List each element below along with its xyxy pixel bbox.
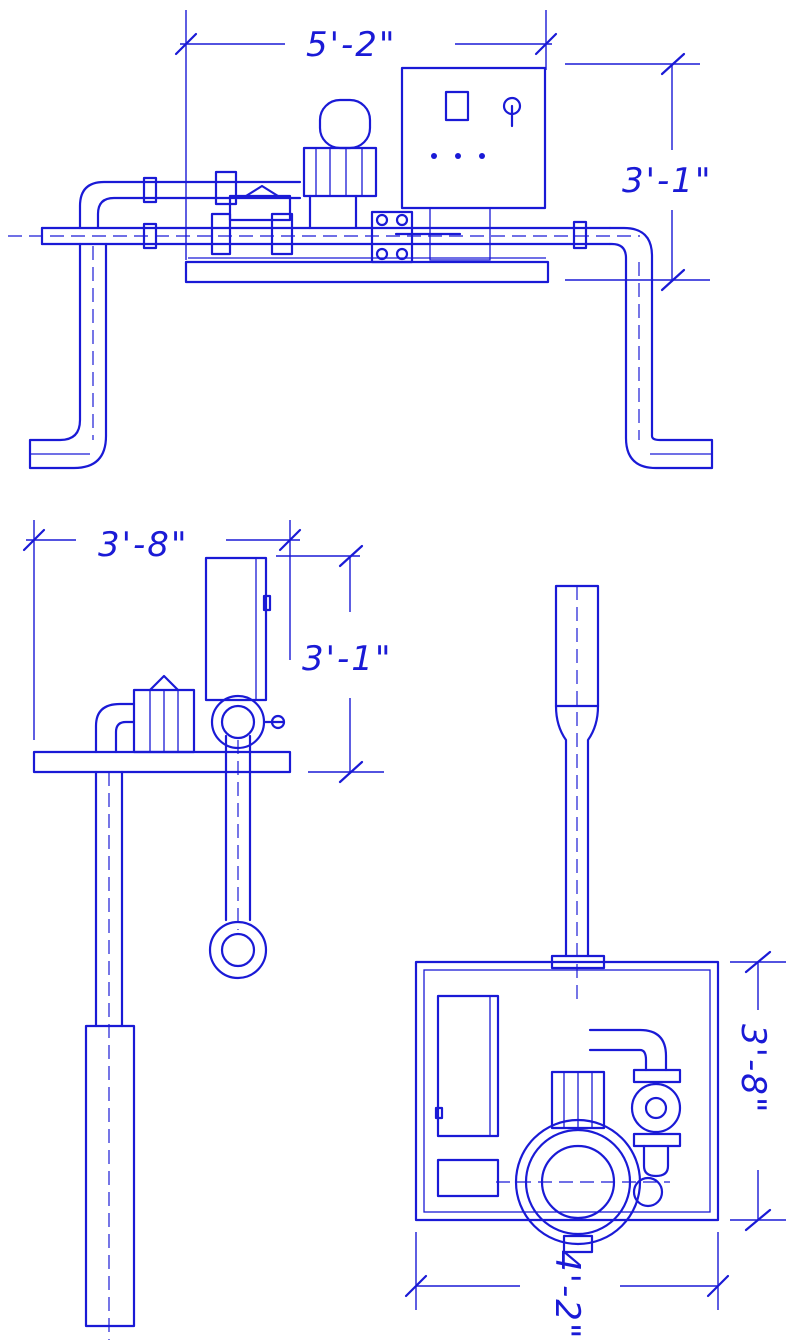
side-width-tick-right: [278, 528, 302, 552]
panel-indicator-light-1: [431, 153, 437, 159]
upper-pipe-outer: [78, 180, 302, 230]
plan-bypass-flange-top: [632, 1068, 682, 1084]
control-panel-side: [204, 556, 268, 702]
plan-depth-label: 3'-8": [733, 1024, 773, 1115]
front-height-tick-bottom: [660, 268, 686, 292]
gate-valve-bolt-1: [375, 213, 389, 227]
coupling-right: [572, 220, 588, 250]
side-elevation-view: 3'-8" 3'-1": [22, 520, 393, 1340]
side-elbow-inner: [114, 720, 136, 754]
control-panel-front: [400, 66, 547, 210]
front-width-tick-left: [174, 32, 198, 56]
gate-valve-body: [370, 210, 414, 264]
side-height-tick-bottom: [338, 760, 364, 784]
left-leg-pipe: [28, 242, 108, 470]
front-width-label: 5'-2": [306, 25, 397, 65]
pump-outlet-pipe: [308, 194, 358, 230]
plan-width-label: 4'-2": [547, 1250, 587, 1341]
coupling-lower-left: [142, 222, 158, 250]
plan-gate-valve: [630, 1082, 682, 1134]
check-valve-body: [228, 194, 292, 222]
base-skid-side: [32, 750, 292, 774]
side-pump-top: [148, 674, 180, 692]
plan-drain-fitting: [632, 1176, 664, 1208]
plan-riser-top: [554, 584, 600, 708]
side-width-tick-left: [22, 528, 46, 552]
plan-panel-latch: [434, 1106, 444, 1120]
upper-flange: [214, 170, 238, 206]
panel-latch: [262, 594, 272, 612]
plan-enclosure-outer: [414, 960, 720, 1222]
coupling-upper-left: [142, 176, 158, 204]
plan-riser-taper: [554, 704, 600, 958]
plan-enclosure-inner: [423, 969, 711, 1213]
pump-motor-top: [318, 98, 372, 150]
plan-width-tick-left: [404, 1274, 428, 1298]
front-elevation-view: 5'-2" 3'-1": [8, 10, 714, 470]
panel-indicator-light-2: [455, 153, 461, 159]
pump-body: [302, 146, 378, 198]
plan-bypass-return: [642, 1144, 670, 1178]
upper-pipe-inner: [96, 196, 302, 230]
side-bottom-flange-bore: [220, 932, 256, 968]
plan-bypass-elbow: [588, 1028, 668, 1072]
side-width-label: 3'-8": [98, 525, 189, 565]
plan-bowl-base: [562, 1234, 594, 1254]
side-well-casing: [84, 1024, 136, 1328]
side-bottom-flange: [208, 920, 268, 980]
panel-display: [444, 90, 470, 122]
plan-view: 3'-8" 4'-2": [404, 584, 786, 1341]
plan-panel-stand: [436, 1158, 500, 1198]
gate-valve-bolt-4: [395, 247, 409, 261]
base-skid-front: [184, 260, 550, 284]
plan-width-tick-right: [706, 1274, 730, 1298]
plan-control-panel: [436, 994, 500, 1138]
plan-depth-tick-bottom: [744, 1208, 772, 1232]
front-height-tick-top: [660, 52, 686, 76]
front-height-label: 3'-1": [622, 161, 713, 201]
gate-valve-bolt-3: [375, 247, 389, 261]
plan-depth-tick-top: [744, 950, 772, 974]
flange-left: [210, 212, 232, 256]
side-height-tick-top: [338, 544, 364, 568]
plan-pump-bowl-outer: [514, 1118, 642, 1246]
side-valve-handwheel: [270, 714, 286, 730]
side-height-label: 3'-1": [302, 639, 393, 679]
flange-mid: [270, 212, 294, 256]
plan-gate-valve-hub: [644, 1096, 668, 1120]
front-width-tick-right: [534, 32, 558, 56]
plan-top-flange: [550, 954, 606, 970]
side-elbow-outer: [94, 702, 136, 754]
right-leg-pipe: [608, 226, 714, 470]
check-valve-bonnet: [244, 184, 280, 198]
panel-indicator-light-3: [479, 153, 485, 159]
gate-valve-bolt-2: [395, 213, 409, 227]
plan-bypass-flange-bottom: [632, 1132, 682, 1148]
side-flange-bore: [220, 704, 256, 740]
